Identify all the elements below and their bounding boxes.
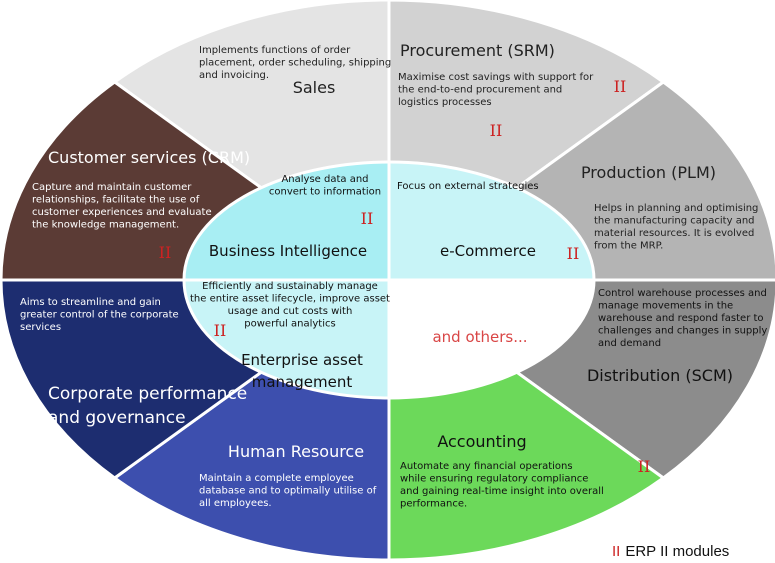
production-description-line: Helps in planning and optimising xyxy=(594,203,758,214)
corporate-description: Aims to streamline and gain greater contr… xyxy=(20,297,179,333)
corporate-title-line: and governance xyxy=(48,408,186,428)
legend-label: ERP II modules xyxy=(625,543,729,560)
sales-title: Sales xyxy=(293,78,336,97)
eam-description: Efficiently and sustainably manage the en… xyxy=(190,281,390,330)
bi-description-line: convert to information xyxy=(269,187,381,198)
inner-segment-others xyxy=(389,280,594,398)
others-title: and others... xyxy=(432,328,527,346)
eam-title-line: Enterprise asset xyxy=(241,351,363,369)
production-description: Helps in planning and optimising the manu… xyxy=(594,203,758,252)
distribution-description-line: and demand xyxy=(598,338,661,349)
production-title: Production (PLM) xyxy=(581,163,716,182)
production-description-line: material resources. It is evolved xyxy=(594,228,754,239)
crm-description-line: the knowledge management. xyxy=(32,220,179,231)
distribution-description-line: challenges and changes in supply xyxy=(598,326,767,337)
corporate-description-line: greater control of the corporate xyxy=(20,310,179,321)
ecommerce-description: Focus on external strategies xyxy=(397,181,539,192)
distribution-description-line: manage movements in the xyxy=(598,301,733,312)
corporate-description-line: services xyxy=(20,322,61,333)
sales-description-line: and invoicing. xyxy=(199,70,269,81)
procurement-description-line: Maximise cost savings with support for xyxy=(398,72,594,83)
sales-title-line: Sales xyxy=(293,78,336,97)
hr-description-line: Maintain a complete employee xyxy=(199,473,354,484)
procurement-description-line: logistics processes xyxy=(398,97,492,108)
sales-description: Implements functions of order placement, … xyxy=(199,45,391,81)
hr-title-line: Human Resource xyxy=(228,442,364,461)
bi-erp2-marker: II xyxy=(361,209,374,228)
legend: II ERP II modules xyxy=(612,543,729,560)
bi-title: Business Intelligence xyxy=(209,242,367,260)
eam-description-line: powerful analytics xyxy=(244,319,335,330)
sales-description-line: placement, order scheduling, shipping xyxy=(199,58,391,69)
accounting-description-line: and gaining real-time insight into overa… xyxy=(400,486,604,497)
accounting-title: Accounting xyxy=(437,432,526,451)
hr-description: Maintain a complete employee database and… xyxy=(199,473,377,509)
crm-title-line: Customer services (CRM) xyxy=(48,148,250,167)
procurement-title: Procurement (SRM) xyxy=(400,41,555,60)
distribution-description-line: Control warehouse processes and xyxy=(598,288,767,299)
bi-description: Analyse data and convert to information xyxy=(269,174,381,198)
hr-description-line: database and to optimally utilise of xyxy=(199,486,377,497)
legend-marker: II xyxy=(612,543,620,560)
production-title-line: Production (PLM) xyxy=(581,163,716,182)
crm-erp2-marker: II xyxy=(159,243,172,262)
crm-description-line: Capture and maintain customer xyxy=(32,182,192,193)
bi-title-line: Business Intelligence xyxy=(209,242,367,260)
eam-title: Enterprise asset management xyxy=(241,351,363,391)
distribution-description: Control warehouse processes and manage mo… xyxy=(598,288,767,349)
distribution-title: Distribution (SCM) xyxy=(587,366,733,385)
accounting-description-line: performance. xyxy=(400,499,467,510)
crm-description-line: customer experiences and evaluate xyxy=(32,207,212,218)
corporate-title: Corporate performance and governance xyxy=(48,384,247,428)
procurement-description-line: the end-to-end procurement and xyxy=(398,85,562,96)
hr-description-line: all employees. xyxy=(199,498,272,509)
accounting-description-line: while ensuring regulatory compliance xyxy=(400,474,588,485)
others-title-line: and others... xyxy=(432,328,527,346)
accounting-description: Automate any financial operations while e… xyxy=(400,461,604,510)
accounting-title-line: Accounting xyxy=(437,432,526,451)
distribution-title-line: Distribution (SCM) xyxy=(587,366,733,385)
accounting-description-line: Automate any financial operations xyxy=(400,461,573,472)
crm-description-line: relationships, facilitate the use of xyxy=(32,195,200,206)
ecommerce-erp2-marker: II xyxy=(567,244,580,263)
procurement-erp2-marker: II xyxy=(490,121,503,140)
eam-description-line: usage and cut costs with xyxy=(228,306,353,317)
crm-description: Capture and maintain customer relationshi… xyxy=(32,182,212,231)
production-erp2-marker: II xyxy=(614,77,627,96)
crm-title: Customer services (CRM) xyxy=(48,148,250,167)
corporate-description-line: Aims to streamline and gain xyxy=(20,297,161,308)
procurement-title-line: Procurement (SRM) xyxy=(400,41,555,60)
bi-description-line: Analyse data and xyxy=(281,174,368,185)
ecommerce-title-line: e-Commerce xyxy=(440,242,536,260)
sales-description-line: Implements functions of order xyxy=(199,45,351,56)
corporate-title-line: Corporate performance xyxy=(48,384,247,404)
inner-segment-bi xyxy=(184,162,389,280)
production-description-line: from the MRP. xyxy=(594,241,663,252)
ecommerce-description-line: Focus on external strategies xyxy=(397,181,539,192)
eam-erp2-marker: II xyxy=(214,321,227,340)
ecommerce-title: e-Commerce xyxy=(440,242,536,260)
inner-segment-ecommerce xyxy=(389,162,594,280)
eam-description-line: Efficiently and sustainably manage xyxy=(202,281,378,292)
production-description-line: the manufacturing capacity and xyxy=(594,216,755,227)
inner-segment-eam xyxy=(184,280,389,398)
procurement-description: Maximise cost savings with support for th… xyxy=(398,72,594,108)
hr-title: Human Resource xyxy=(228,442,364,461)
eam-description-line: the entire asset lifecycle, improve asse… xyxy=(190,294,390,305)
distribution-description-line: warehouse and respond faster to xyxy=(598,313,764,324)
distribution-erp2-marker: II xyxy=(638,457,651,476)
eam-title-line: management xyxy=(252,373,353,391)
